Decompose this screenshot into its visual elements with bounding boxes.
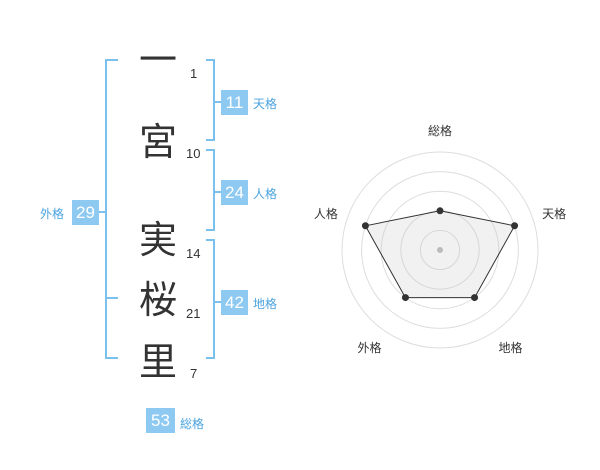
radar-axis-label-soukaku: 総格: [427, 124, 452, 138]
jinkaku-badge: 24: [221, 180, 248, 205]
radar-data-polygon: [364, 210, 516, 299]
name-char-3: 実: [138, 218, 177, 262]
name-char-5: 里: [138, 340, 177, 384]
name-char-4: 桜: [138, 278, 177, 322]
tenkaku-badge: 11: [221, 90, 248, 115]
gaikaku-bracket: [105, 59, 118, 359]
radar-point-4: [401, 294, 409, 302]
jinkaku-label: 人格: [253, 187, 278, 201]
stroke-count-3: 14: [186, 246, 201, 261]
jinkaku-bracket: [206, 149, 215, 231]
radar-grid-ring-1: [341, 151, 539, 349]
radar-point-2: [511, 222, 519, 230]
radar-grid-ring-3: [380, 190, 500, 310]
radar-point-1: [436, 207, 444, 215]
name-char-2: 宮: [138, 120, 177, 164]
soukaku-badge: 53: [146, 408, 175, 433]
radar-grid-ring-5: [419, 229, 461, 271]
stroke-count-2: 10: [186, 146, 201, 161]
radar-axis-label-chikaku: 地格: [498, 341, 523, 356]
radar-point-3: [471, 294, 479, 302]
chikaku-label: 地格: [253, 297, 278, 311]
tenkaku-label: 天格: [253, 97, 278, 111]
gaikaku-label: 外格: [40, 207, 65, 221]
chikaku-badge: 42: [221, 290, 248, 315]
radar-axis-label-jinkaku: 人格: [313, 206, 338, 221]
stroke-count-1: 1: [190, 66, 198, 81]
name-char-1: 一: [138, 38, 177, 82]
chikaku-bracket: [206, 239, 215, 359]
radar-axis-label-tenkaku: 天格: [542, 206, 567, 221]
soukaku-label: 総格: [180, 417, 205, 431]
stroke-count-4: 21: [186, 306, 201, 321]
radar-point-5: [361, 222, 369, 230]
tenkaku-bracket: [206, 59, 215, 141]
gaikaku-badge: 29: [72, 200, 99, 225]
radar-center-dot: [437, 247, 443, 253]
radar-grid-ring-2: [361, 171, 519, 329]
radar-axis-label-gaikaku: 外格: [357, 341, 382, 356]
stroke-count-5: 7: [190, 366, 198, 381]
